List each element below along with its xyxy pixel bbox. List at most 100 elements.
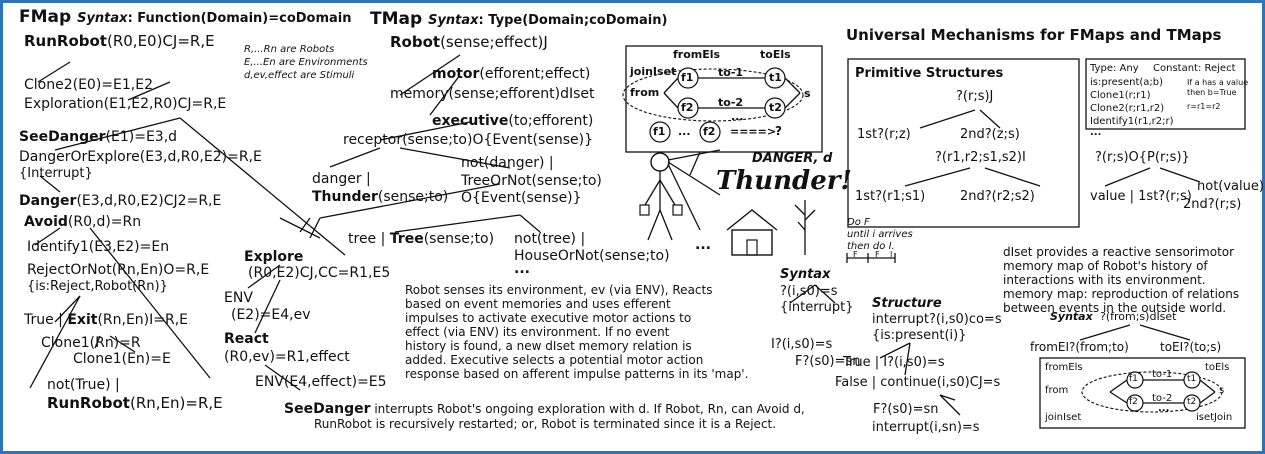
- fromel-expr: fromEI?(from;to): [1030, 340, 1129, 354]
- fmap-danger: Danger(E3,d,R0,E2)CJ2=R,E: [19, 193, 222, 209]
- illus-f2: f2: [681, 101, 694, 114]
- box-dots: ...: [1090, 127, 1102, 138]
- prs-j: ?(r;s)J: [956, 89, 994, 104]
- universal-title: Universal Mechanisms for FMaps and TMaps: [846, 26, 1222, 44]
- box-t1: t1: [1187, 374, 1197, 384]
- robot-description: Robot senses its environment, ev (via EN…: [405, 283, 749, 382]
- interrupt-syntax-expr: ?(i,s0)=s: [780, 284, 838, 299]
- structure-label: Structure: [872, 296, 942, 311]
- tmap-motor: motor(efforent;effect): [432, 66, 591, 82]
- illus-question: ?: [775, 124, 782, 138]
- illus-to2: to-2: [718, 96, 744, 109]
- illus-ellipsis: ...: [695, 237, 711, 253]
- tmap-executive: executive(to;efforent): [432, 113, 594, 129]
- interrupt-i-expr: I?(i,s0)=s: [771, 337, 833, 352]
- fmap-exploration: Exploration(E1,E2,R0)CJ=R,E: [24, 96, 227, 112]
- r1r2-i: ?(r1,r2;s1,s2)I: [935, 150, 1026, 165]
- box-identify1: Identify1(r1,r2;r): [1090, 116, 1174, 127]
- fmap-react: React: [224, 331, 269, 347]
- illus-f2-b: f2: [703, 125, 716, 138]
- fmap-note-stimuli: d,ev,effect are Stimuli: [244, 70, 355, 81]
- tmap-houseornot: HouseOrNot(sense;to): [514, 248, 670, 264]
- box-joinlset: joinIset: [1045, 412, 1082, 423]
- timeline-i: I: [890, 250, 893, 259]
- timeline-f1: F: [853, 250, 858, 259]
- illus-fromels: fromEls: [673, 48, 721, 61]
- box-f1: f1: [1129, 374, 1138, 384]
- fmap-explore: Explore: [244, 249, 304, 265]
- tmap-notdanger: not(danger) |: [461, 155, 554, 171]
- box-toels: toEls: [1205, 362, 1230, 373]
- fmap-runrobot: RunRobot(R0,E0)CJ=R,E: [24, 32, 215, 50]
- box-isetjoin: isetJoin: [1196, 412, 1233, 423]
- illus-danger-d: DANGER, d: [752, 151, 833, 166]
- box-dots-b: ...: [1158, 403, 1170, 414]
- tmap-memory: memory(sense;efforent)dIset: [390, 86, 595, 102]
- tmap-danger: danger |: [312, 171, 371, 187]
- fmap-env: ENV: [224, 290, 253, 306]
- illus-dots: ...: [731, 110, 744, 123]
- fmap-seedanger: SeeDanger(E1)=E3,d: [19, 129, 178, 145]
- box-from: from: [1045, 385, 1069, 396]
- tmap-syntax-label: Syntax: [428, 13, 479, 28]
- value-branch: value | 1st?(r;s): [1090, 189, 1192, 204]
- fmap-env-args: (E2)=E4,ev: [231, 307, 311, 323]
- box-fromels: fromEls: [1045, 362, 1083, 373]
- structure-fsn: F?(s0)=sn: [873, 402, 939, 417]
- second-rs: 2nd?(r;s): [1183, 197, 1242, 212]
- fmap-syntax-label: Syntax: [77, 11, 128, 26]
- tmap-receptor: receptor(sense;to)O{Event(sense)}: [343, 132, 594, 148]
- illus-from: from: [630, 86, 660, 99]
- structure-ispresent: {is:present(i)}: [872, 328, 967, 343]
- fmap-note-robots: R,...Rn are Robots: [244, 44, 335, 55]
- fmap-avoid: Avoid(R0,d)=Rn: [24, 214, 142, 230]
- illus-toels: toEls: [760, 48, 791, 61]
- illus-s: s: [804, 87, 811, 100]
- illus-thunder: Thunder!: [716, 166, 852, 196]
- seedanger-line2: RunRobot is recursively restarted; or, R…: [314, 417, 777, 431]
- dlset-description: dIset provides a reactive sensorimotor m…: [1003, 245, 1240, 316]
- second-z: 2nd?(z;s): [960, 127, 1020, 142]
- timeline-f2: F: [875, 250, 880, 259]
- fmap-rejectornot: RejectOrNot(Rn,En)O=R,E: [27, 262, 210, 278]
- tmap-ellipsis: ...: [514, 261, 530, 277]
- do-f-line1: Do F: [847, 217, 870, 228]
- fmap-true-exit: True | Exit(Rn,En)I=R,E: [24, 312, 189, 328]
- interrupt-syntax-label: Syntax: [780, 267, 831, 282]
- fmap-isreject: {is:Reject,Robot(Rn)}: [27, 279, 168, 294]
- seedanger-line1: SeeDanger interrupts Robot's ongoing exp…: [284, 401, 805, 417]
- illus-t1: t1: [769, 71, 782, 84]
- r-equals: r=r1=r2: [1187, 102, 1221, 111]
- structure-interrupt: interrupt?(i,s0)co=s: [872, 312, 1002, 327]
- dlset-syntax-label: Syntax: [1050, 310, 1093, 323]
- ifhas-line1: If a has a value: [1187, 78, 1249, 87]
- fmap-nottrue: not(True) |: [47, 377, 120, 393]
- illus-t2: t2: [769, 101, 782, 114]
- fmap-runrobot-recursive: RunRobot(Rn,En)=R,E: [47, 394, 223, 412]
- fmap-clone1r: Clone1(Rn)=R: [41, 335, 141, 351]
- ispresent: is:present(a;b): [1090, 77, 1164, 88]
- fmap-title: FMap Syntax: Function(Domain)=coDomain: [19, 8, 352, 27]
- box-to2: to-2: [1152, 393, 1173, 404]
- second-r2: 2nd?(r2;s2): [960, 189, 1035, 204]
- type-any: Type: Any: [1090, 63, 1139, 74]
- box-clone2: Clone2(r;r1,r2): [1090, 103, 1165, 114]
- interrupt-f-expr: F?(s0)=sn: [795, 354, 861, 369]
- fmap-interrupt: {Interrupt}: [19, 166, 93, 181]
- illus-dots-b: ...: [678, 125, 691, 138]
- tmap-oevent: O{Event(sense)}: [461, 190, 582, 206]
- fmap-dangerorexplore: DangerOrExplore(E3,d,R0,E2)=R,E: [19, 149, 262, 165]
- notvalue-branch: not(value) |: [1197, 179, 1265, 194]
- dlset-syntax-expr: ?(from;s)dIset: [1100, 310, 1177, 323]
- fmap-note-environments: E,...En are Environments: [244, 57, 368, 68]
- fmap-syntax-text: : Function(Domain)=coDomain: [127, 11, 352, 26]
- first-r1: 1st?(r1;s1): [855, 189, 926, 204]
- tmap-thunder: Thunder(sense;to): [312, 189, 449, 205]
- do-f-line2: until i arrives: [847, 229, 913, 240]
- tmap-robot: Robot(sense;effect)J: [390, 33, 548, 51]
- illus-f1-b: f1: [653, 125, 666, 138]
- fmap-react-args: (R0,ev)=R1,effect: [224, 349, 350, 365]
- fmap-clone1e: Clone1(En)=E: [73, 351, 171, 367]
- illus-joinlset: joinIset: [630, 65, 677, 78]
- tmap-treeornot: TreeOrNot(sense;to): [461, 173, 602, 189]
